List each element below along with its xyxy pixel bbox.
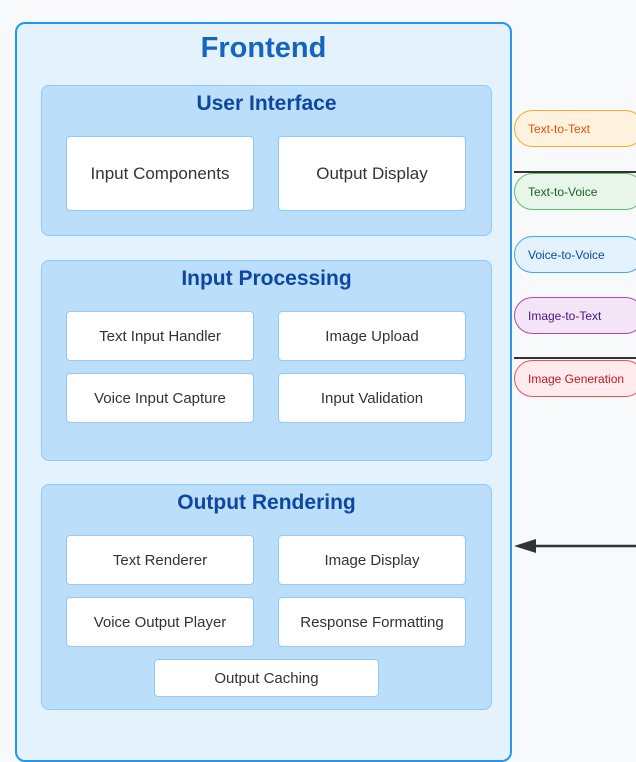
- mode-pill-image-to-text: Image-to-Text: [514, 297, 636, 334]
- connector-line: [514, 171, 636, 173]
- input-processing-section: Input Processing Text Input Handler Imag…: [41, 260, 492, 461]
- frontend-container: Frontend User Interface Input Components…: [15, 22, 512, 762]
- output-display-box: Output Display: [278, 136, 466, 211]
- mode-pill-voice-to-voice: Voice-to-Voice: [514, 236, 636, 273]
- arrow-head: [514, 539, 536, 553]
- input-components-box: Input Components: [66, 136, 254, 211]
- mode-pill-text-to-text: Text-to-Text: [514, 110, 636, 147]
- response-formatting-box: Response Formatting: [278, 597, 466, 647]
- output-rendering-title: Output Rendering: [177, 491, 356, 514]
- user-interface-section: User Interface Input Components Output D…: [41, 85, 492, 236]
- input-validation-box: Input Validation: [278, 373, 466, 423]
- text-input-handler-box: Text Input Handler: [66, 311, 254, 361]
- mode-pill-image-generation: Image Generation: [514, 360, 636, 397]
- image-display-box: Image Display: [278, 535, 466, 585]
- connector-line: [514, 357, 636, 359]
- user-interface-title: User Interface: [196, 92, 337, 115]
- mode-pill-text-to-voice: Text-to-Voice: [514, 173, 636, 210]
- voice-input-capture-box: Voice Input Capture: [66, 373, 254, 423]
- voice-output-player-box: Voice Output Player: [66, 597, 254, 647]
- output-caching-box: Output Caching: [154, 659, 379, 697]
- output-rendering-section: Output Rendering Text Renderer Image Dis…: [41, 484, 492, 710]
- frontend-title: Frontend: [200, 32, 327, 64]
- input-processing-title: Input Processing: [181, 267, 352, 290]
- incoming-arrow: [514, 539, 636, 553]
- text-renderer-box: Text Renderer: [66, 535, 254, 585]
- image-upload-box: Image Upload: [278, 311, 466, 361]
